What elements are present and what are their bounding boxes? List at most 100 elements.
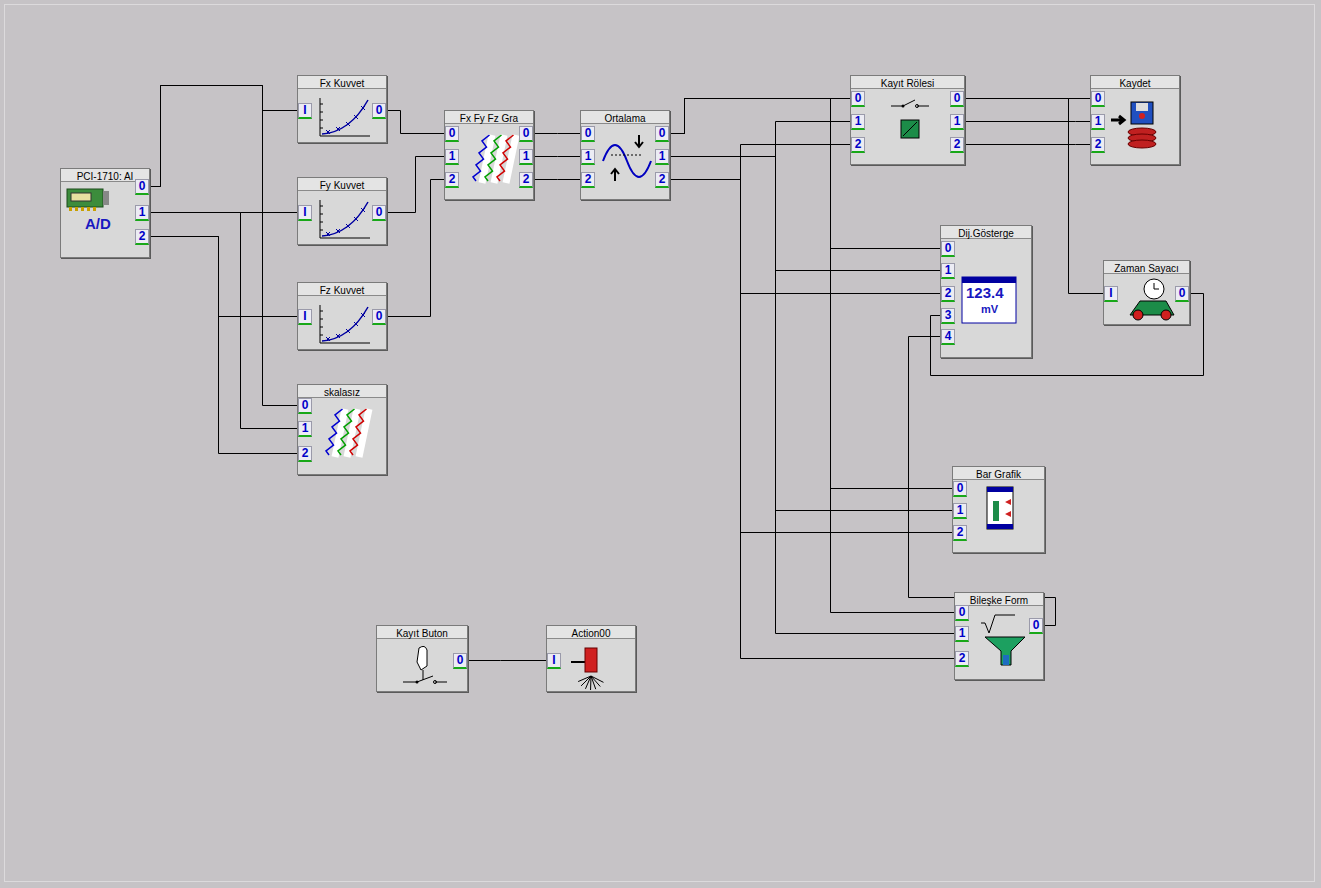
icon-part [591, 676, 603, 682]
output-port: 0 [519, 126, 533, 142]
input-port: 2 [953, 525, 967, 541]
output-port: 0 [135, 179, 149, 195]
input-port: 2 [445, 172, 459, 188]
icon-part [962, 277, 1016, 283]
icon-part [416, 681, 419, 684]
signal-wire [671, 157, 941, 271]
icon-part [473, 135, 490, 181]
icon-part [346, 122, 350, 126]
icon-part [354, 115, 358, 119]
module-box: Fx KuvvetI0 [297, 75, 387, 143]
module-title: Fx Kuvvet [320, 78, 364, 89]
icon-part [359, 409, 369, 457]
module-title: Kayıt Rölesi [881, 78, 934, 89]
icon-part [75, 207, 78, 211]
module-box: skalasız 0 1 2 [297, 384, 387, 475]
title-bar: Ortalama [581, 111, 669, 124]
input-port: 2 [1091, 137, 1105, 153]
signal-wire [671, 145, 851, 180]
output-port: 1 [519, 149, 533, 165]
icon-part [322, 202, 368, 236]
icon-part [1130, 301, 1174, 315]
icon-part [320, 327, 323, 328]
input-port: I [1104, 286, 1118, 302]
icon-part [320, 128, 323, 129]
icon-part [320, 200, 370, 238]
icon-part [1111, 116, 1124, 124]
icon-part [590, 676, 591, 690]
icon-part [403, 670, 447, 682]
icon-part [497, 135, 514, 181]
input-port: 2 [941, 286, 955, 302]
module-box: PCI-1710: AIA/D012 [60, 168, 150, 258]
icon-part [482, 135, 492, 183]
input-port: I [298, 205, 312, 221]
title-bar: Fy Kuvvet [298, 178, 386, 191]
icon-part [326, 409, 343, 455]
module-box: Kaydet012 [1090, 75, 1180, 165]
input-port: 2 [298, 446, 312, 462]
icon-part [326, 337, 330, 341]
icon-part [585, 648, 597, 672]
icon-part [611, 155, 643, 156]
signal-wire [671, 99, 955, 613]
output-port: 2 [135, 229, 149, 245]
icon-part [901, 120, 919, 138]
icon-part [635, 135, 643, 147]
icon-part [902, 105, 905, 108]
icon-part [346, 224, 350, 228]
module-title: Fz Kuvvet [320, 285, 364, 296]
input-port: 0 [953, 481, 967, 497]
signal-wire [671, 99, 851, 134]
title-bar: skalasız [298, 385, 386, 398]
module-title: Fx Fy Fz Gra [460, 113, 518, 124]
input-port: 2 [581, 172, 595, 188]
icon-part [87, 207, 90, 211]
icon-part [1136, 103, 1148, 111]
icon-part [1003, 655, 1009, 665]
icon-part [320, 305, 370, 343]
output-port: 0 [453, 653, 467, 669]
icon-part [611, 169, 619, 181]
title-bar: Fx Fy Fz Gra [445, 111, 533, 124]
icon-part [1131, 102, 1153, 124]
title-bar: Fx Kuvvet [298, 76, 386, 89]
icon-part [320, 98, 370, 136]
icon-part [326, 232, 330, 236]
display-value: 123.4 [966, 285, 1004, 300]
module-box: Bileşke Form0120 [954, 592, 1044, 680]
module-box: Kayıt Rölesi012012 [850, 75, 965, 165]
input-port: 1 [298, 421, 312, 437]
icon-part [591, 676, 596, 689]
icon-part [93, 207, 96, 211]
signal-wire [388, 111, 445, 134]
icon-part [354, 322, 358, 326]
icon-part [320, 222, 323, 223]
icon-part [347, 409, 357, 457]
signal-wire [151, 237, 298, 454]
icon-part [1161, 310, 1171, 320]
icon-part [361, 208, 365, 212]
icon-part [571, 661, 587, 663]
input-port: 0 [298, 398, 312, 414]
input-port: 1 [955, 626, 969, 642]
signal-wire [388, 157, 445, 213]
icon-part [320, 335, 323, 336]
output-port: 1 [135, 205, 149, 221]
icon-part [336, 334, 340, 338]
signal-wire [151, 86, 298, 187]
display-value: mV [981, 304, 998, 315]
icon-part [320, 112, 323, 113]
title-bar: Action00 [547, 626, 635, 639]
signal-wire [671, 122, 851, 157]
icon-part [987, 487, 1013, 492]
icon-part [987, 524, 1013, 529]
icon-part [981, 615, 1015, 633]
icon-part [993, 501, 999, 521]
input-port: 1 [581, 149, 595, 165]
input-port: 0 [1091, 91, 1105, 107]
icon-part [320, 319, 323, 320]
module-title: skalasız [324, 387, 360, 398]
module-title: Kaydet [1119, 78, 1150, 89]
